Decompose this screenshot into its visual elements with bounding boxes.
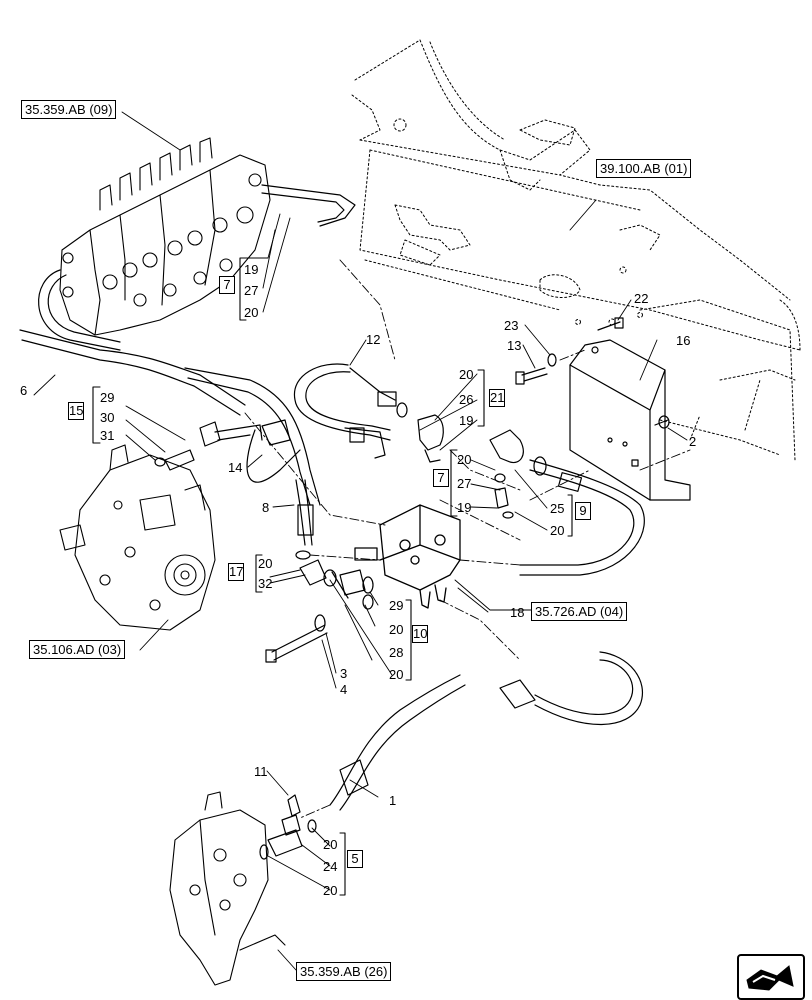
group-21-item-20: 20 (459, 367, 474, 382)
group-7-right-item-20: 20 (457, 452, 472, 467)
ref-valve-block[interactable]: 35.726.AD (04) (531, 602, 628, 621)
group-15-item-29: 29 (100, 390, 115, 405)
fittings-group-5 (260, 795, 316, 859)
group-17-item-32: 32 (258, 576, 273, 591)
group-7-right-item-19: 19 (457, 500, 472, 515)
fittings-group-15 (155, 422, 262, 470)
callout-8: 8 (262, 500, 270, 515)
frame-outline (352, 40, 800, 460)
group-box-7-top[interactable]: 7 (219, 276, 235, 294)
center-lines (245, 260, 690, 818)
callout-14: 14 (228, 460, 243, 475)
group-brackets (93, 258, 572, 895)
hose-1 (330, 652, 642, 810)
group-box-7-right[interactable]: 7 (433, 469, 449, 487)
fittings-group-7b-9 (490, 430, 546, 518)
fittings-group-10 (332, 570, 373, 609)
group-5-item-20a: 20 (323, 837, 338, 852)
group-9-item-25: 25 (550, 501, 565, 516)
fittings-group-21 (397, 403, 443, 462)
bolts-bracket (516, 318, 669, 428)
group-7-right-item-27: 27 (457, 476, 472, 491)
hose-14 (247, 420, 300, 482)
bracket-16 (570, 340, 690, 500)
ref-pump[interactable]: 35.106.AD (03) (29, 640, 126, 659)
group-17-item-20: 20 (258, 556, 273, 571)
group-7-top-item-19: 19 (244, 262, 259, 277)
pump-assembly (60, 445, 215, 630)
group-9-item-20: 20 (550, 523, 565, 538)
group-21-item-26: 26 (459, 392, 474, 407)
hose-8 (296, 480, 313, 545)
callout-13: 13 (507, 338, 522, 353)
callout-22: 22 (634, 291, 649, 306)
ref-control-valve-bottom[interactable]: 35.359.AB (26) (296, 962, 392, 981)
bolt-3-4 (266, 615, 327, 662)
group-box-5[interactable]: 5 (347, 850, 363, 868)
group-21-item-19: 19 (459, 413, 474, 428)
callout-23: 23 (504, 318, 519, 333)
callout-16: 16 (676, 333, 691, 348)
callout-1: 1 (389, 793, 397, 808)
callout-2: 2 (689, 434, 697, 449)
valve-block-18 (355, 505, 460, 608)
group-5-item-20b: 20 (323, 883, 338, 898)
callout-11: 11 (254, 764, 268, 779)
callout-4: 4 (340, 682, 348, 697)
hose-right (520, 460, 644, 575)
next-page-arrow-icon[interactable] (737, 954, 805, 1000)
group-5-item-24: 24 (323, 859, 338, 874)
group-15-item-30: 30 (100, 410, 115, 425)
group-box-21[interactable]: 21 (489, 389, 505, 407)
group-10-item-28: 28 (389, 645, 404, 660)
callout-3: 3 (340, 666, 348, 681)
group-box-15[interactable]: 15 (68, 402, 84, 420)
group-10-item-20a: 20 (389, 622, 404, 637)
control-valve-bottom (170, 792, 285, 985)
callout-6: 6 (20, 383, 28, 398)
group-box-10[interactable]: 10 (412, 625, 428, 643)
hose-12 (294, 364, 396, 458)
group-7-top-item-27: 27 (244, 283, 259, 298)
callout-18: 18 (510, 605, 525, 620)
leader-lines (34, 112, 687, 970)
ref-frame[interactable]: 39.100.AB (01) (596, 159, 692, 178)
hose-6 (20, 270, 320, 505)
control-valve-top (60, 138, 270, 335)
hose-top-return (262, 185, 355, 226)
group-box-17[interactable]: 17 (228, 563, 244, 581)
group-box-9[interactable]: 9 (575, 502, 591, 520)
group-10-item-20b: 20 (389, 667, 404, 682)
group-10-item-29: 29 (389, 598, 404, 613)
arrow-glyph (739, 956, 803, 998)
callout-12: 12 (366, 332, 381, 347)
group-15-item-31: 31 (100, 428, 115, 443)
group-7-top-item-20: 20 (244, 305, 259, 320)
ref-control-valve-top[interactable]: 35.359.AB (09) (21, 100, 117, 119)
